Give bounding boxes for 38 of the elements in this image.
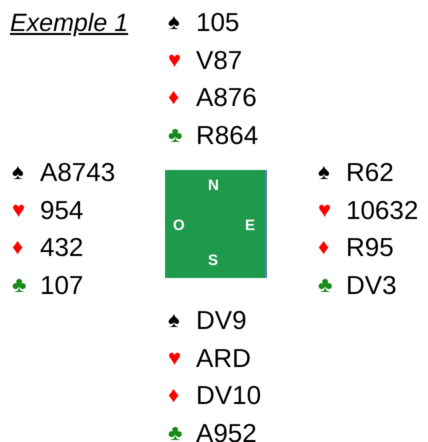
spade-symbol: ♠ [12, 158, 24, 186]
card-holding: R864 [196, 120, 258, 150]
spade-symbol: ♠ [168, 8, 180, 36]
card-holding: R62 [346, 157, 394, 187]
direction-letter: S [208, 253, 218, 269]
title: Exemple 1 [10, 8, 128, 39]
club-symbol: ♣ [318, 270, 332, 298]
card-holding: 105 [196, 7, 240, 37]
heart-symbol: ♥ [168, 344, 182, 372]
heart-symbol: ♥ [168, 46, 182, 74]
direction-letter: N [208, 178, 219, 194]
card-holding: DV3 [346, 270, 397, 300]
compass-table [165, 170, 267, 278]
card-holding: A952 [196, 418, 257, 442]
spade-symbol: ♠ [168, 306, 180, 334]
diamond-symbol: ♦ [12, 233, 24, 261]
diamond-symbol: ♦ [168, 83, 180, 111]
card-holding: A8743 [40, 157, 116, 187]
direction-letter: O [173, 218, 185, 234]
heart-symbol: ♥ [12, 196, 26, 224]
club-symbol: ♣ [168, 418, 182, 442]
club-symbol: ♣ [12, 270, 26, 298]
diamond-symbol: ♦ [318, 233, 330, 261]
card-holding: 107 [40, 270, 84, 300]
club-symbol: ♣ [168, 120, 182, 148]
card-holding: DV10 [196, 380, 262, 410]
heart-symbol: ♥ [318, 196, 332, 224]
diamond-symbol: ♦ [168, 381, 180, 409]
card-holding: R95 [346, 232, 394, 262]
card-holding: DV9 [196, 305, 247, 335]
card-holding: V87 [196, 44, 242, 74]
direction-letter: E [245, 218, 256, 234]
card-holding: 10632 [346, 194, 418, 224]
card-holding: 954 [40, 194, 84, 224]
card-holding: ARD [196, 342, 251, 372]
card-holding: A876 [196, 82, 257, 112]
card-holding: 432 [40, 232, 84, 262]
spade-symbol: ♠ [318, 158, 330, 186]
